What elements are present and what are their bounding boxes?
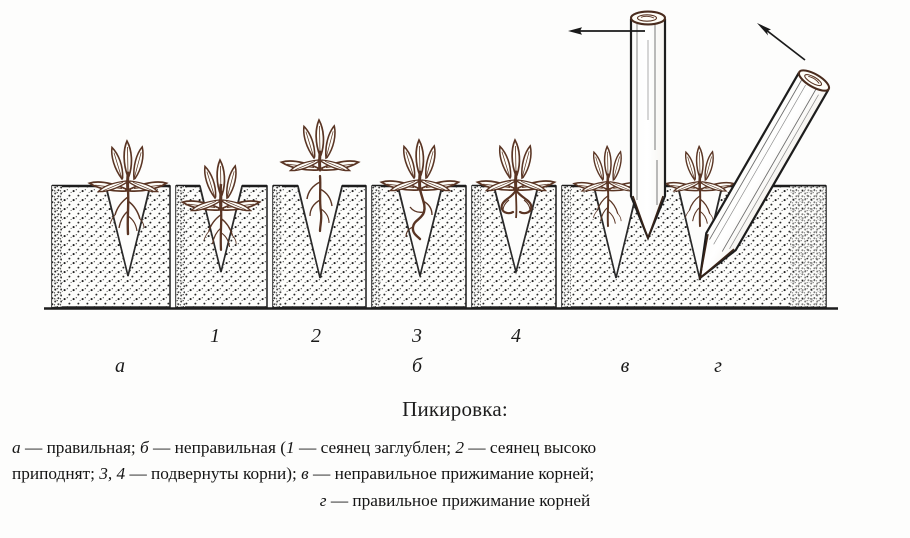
index-label-1: 1 xyxy=(210,325,220,347)
dibber-top-face xyxy=(629,10,667,26)
dibber-angled-top-face xyxy=(797,69,831,92)
caption-text-1h: — сеянец высоко xyxy=(463,438,597,458)
caption-text-3b: — правильное прижимание корней xyxy=(326,490,591,510)
part-label-b: б xyxy=(411,355,423,377)
figure-caption: а — правильная; б — неправильная (1 — се… xyxy=(0,435,910,514)
caption-ref-v: в xyxy=(301,464,309,484)
caption-text-1f: — сеянец заглублен; xyxy=(294,438,456,458)
soil-block-2 xyxy=(272,184,367,308)
part-label-v: в xyxy=(620,355,630,377)
caption-text-1d: — неправильная ( xyxy=(148,438,286,458)
caption-block: Пикировка: а — правильная; б — неправиль… xyxy=(0,397,910,514)
caption-text-1b: — правильная; xyxy=(20,438,141,458)
seedlings-group xyxy=(89,120,735,251)
arrow-left-pull xyxy=(568,27,645,35)
caption-ref-2: 2 xyxy=(455,438,464,458)
caption-text-2c: — подвернуты корни); xyxy=(125,464,302,484)
index-label-3: 3 xyxy=(412,325,422,347)
soil-block-right xyxy=(561,184,827,308)
arrow-diag-pull xyxy=(757,23,806,61)
label-layer: 1 2 3 4 а б в г xyxy=(115,325,722,377)
caption-ref-g: г xyxy=(319,490,327,510)
seedling-1-too-deep xyxy=(182,160,260,251)
part-label-a: а xyxy=(115,355,125,377)
dibber-vertical xyxy=(629,10,667,241)
soil-bed-group xyxy=(44,184,838,310)
soil-block-1 xyxy=(175,184,268,308)
figure-title: Пикировка: xyxy=(402,397,508,421)
caption-line-1: а — правильная; б — неправильная (1 — се… xyxy=(12,435,898,461)
transplanting-diagram xyxy=(44,10,838,310)
caption-ref-a: а xyxy=(12,438,21,458)
dibber-angled xyxy=(698,69,831,281)
caption-ref-34: 3, 4 xyxy=(99,464,126,484)
caption-line-2: приподнят; 3, 4 — подвернуты корни); в —… xyxy=(12,461,898,487)
part-label-g: г xyxy=(714,355,722,377)
caption-text-2e: — неправильное прижимание корней; xyxy=(308,464,595,484)
caption-ref-1: 1 xyxy=(286,438,295,458)
caption-ref-b: б xyxy=(140,438,149,458)
caption-text-2a: приподнят; xyxy=(12,464,100,484)
index-label-4: 4 xyxy=(511,325,521,347)
index-label-2: 2 xyxy=(311,325,321,347)
caption-line-3: г — правильное прижимание корней xyxy=(12,488,898,514)
